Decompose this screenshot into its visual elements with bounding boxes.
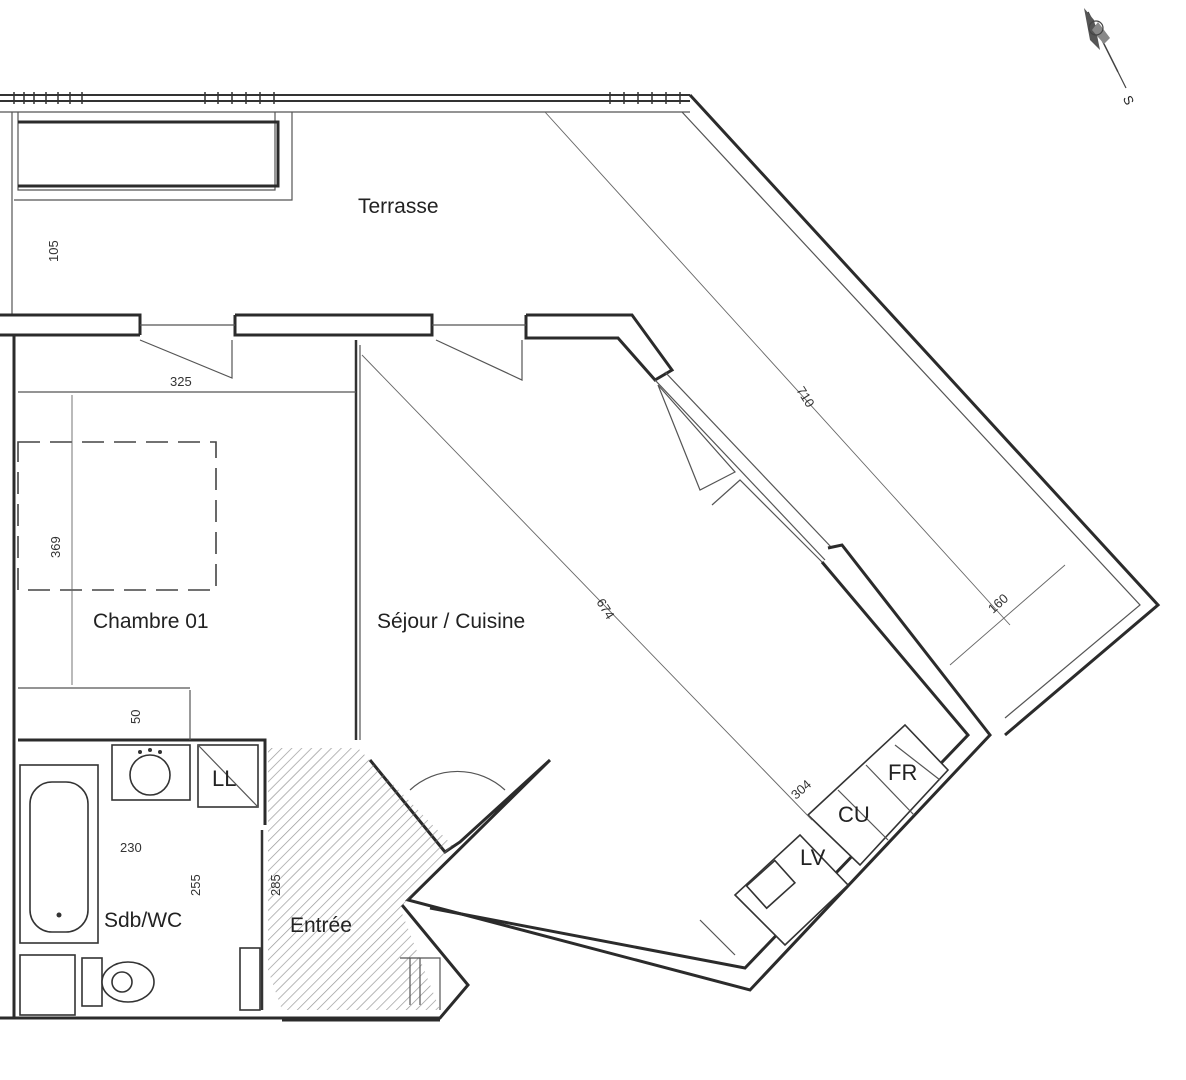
dim-label-160: 160 (985, 591, 1011, 617)
dim-label-369: 369 (48, 536, 63, 558)
room-label-sejour: Séjour / Cuisine (377, 610, 525, 633)
room-label-sdb: Sdb/WC (104, 909, 182, 932)
dim-label-105: 105 (46, 240, 61, 262)
bed-outline (17, 441, 217, 591)
dim-label-710: 710 (793, 384, 817, 410)
interior-walls (18, 340, 361, 1010)
compass-icon (1084, 8, 1127, 89)
dim-label-285: 285 (268, 874, 283, 896)
dim-label-230: 230 (120, 840, 142, 855)
dim-label-255: 255 (188, 874, 203, 896)
shower-tray (19, 954, 76, 1016)
dim-label-304: 304 (788, 777, 814, 803)
room-label-terrasse: Terrasse (358, 195, 439, 218)
toilet-icon (81, 957, 155, 1007)
compass-direction: S (1120, 93, 1137, 107)
dim-label-325: 325 (170, 374, 192, 389)
dim-label-50: 50 (128, 710, 143, 724)
dim-label-674: 674 (593, 596, 617, 622)
bathtub-icon (19, 764, 99, 944)
kitchen-counter (699, 723, 950, 956)
appliance-label-fr: FR (888, 760, 917, 785)
entry-hatch (268, 748, 455, 1010)
appliance-label-cu: CU (838, 802, 870, 827)
appliance-label-lv: LV (800, 845, 826, 870)
washing-machine-icon (197, 744, 259, 808)
appliance-label-ll: LL (212, 766, 236, 791)
room-label-entree: Entrée (290, 914, 352, 937)
sink-icon (111, 744, 191, 801)
terrace-railing (0, 92, 690, 113)
room-label-chambre: Chambre 01 (93, 610, 209, 633)
entry-storage (400, 957, 441, 1010)
apartment-walls (0, 313, 992, 1022)
entry-closet (239, 947, 261, 1011)
door-swings (139, 339, 823, 791)
dim-line-674 (361, 354, 813, 821)
terrace-outline (11, 93, 1161, 737)
